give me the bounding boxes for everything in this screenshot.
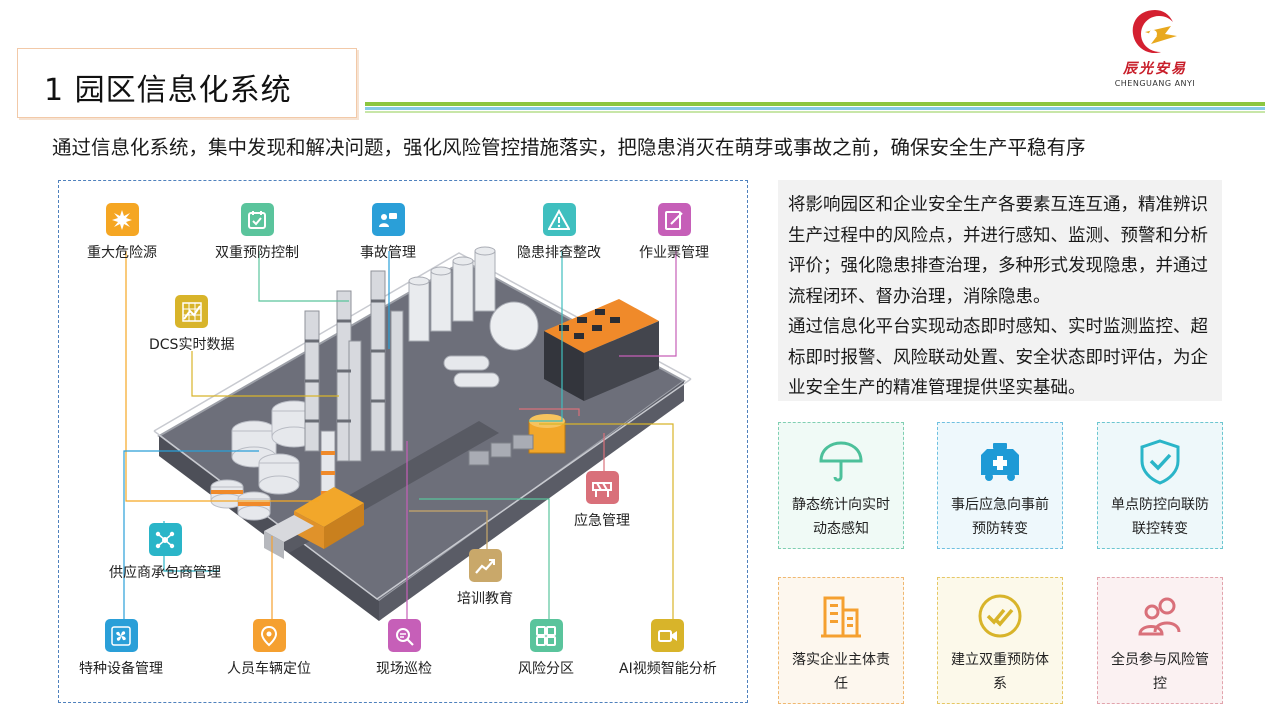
node-label: 培训教育	[457, 591, 513, 607]
node-risk-zoning[interactable]: 风险分区	[518, 619, 574, 678]
card-text: 建立双重预防体系	[951, 652, 1049, 692]
shield-check-icon	[1134, 435, 1186, 487]
intro-sentence: 通过信息化系统，集中发现和解决问题，强化风险管控措施落实，把隐患消灭在萌芽或事故…	[52, 136, 1086, 159]
card-single-to-joint: 单点防控向联防联控转变	[1097, 422, 1223, 549]
node-training[interactable]: 培训教育	[457, 549, 513, 608]
node-special-equipment[interactable]: 特种设备管理	[79, 619, 163, 678]
park-diagram: 重大危险源 双重预防控制 事故管理 隐患排查整改 作业票管理 DCS实时数据	[58, 180, 748, 703]
card-text: 单点防控向联防联控转变	[1111, 497, 1209, 537]
grid-chart-icon	[175, 295, 209, 328]
chat-user-icon	[371, 203, 405, 236]
network-icon	[148, 523, 182, 556]
card-text: 事后应急向事前预防转变	[951, 497, 1049, 537]
umbrella-icon	[815, 435, 867, 487]
search-document-icon	[387, 619, 421, 652]
double-check-icon	[974, 590, 1026, 642]
node-label: 现场巡检	[376, 661, 432, 677]
description-paragraph-2: 通过信息化平台实现动态即时感知、实时监测监控、超标即时报警、风险联动处置、安全状…	[788, 317, 1208, 398]
logo-name-en: CHENGUANG ANYI	[1114, 79, 1196, 88]
description-panel: 将影响园区和企业安全生产各要素互连互通，精准辨识生产过程中的风险点，并进行感知、…	[778, 180, 1222, 401]
card-static-to-dynamic: 静态统计向实时动态感知	[778, 422, 904, 549]
node-label: AI视频智能分析	[619, 661, 717, 677]
warning-triangle-icon	[542, 203, 576, 236]
park-illustration	[123, 246, 692, 621]
title-underline	[365, 102, 1265, 106]
logo-name-cn: 辰光安易	[1123, 61, 1187, 77]
card-dual-prevention-system: 建立双重预防体系	[937, 577, 1063, 704]
page-title: 1 园区信息化系统	[44, 73, 292, 108]
node-label: 双重预防控制	[215, 245, 299, 261]
node-label: 隐患排查整改	[517, 245, 601, 261]
title-underline-accent	[365, 107, 1265, 110]
title-box: 1 园区信息化系统	[17, 48, 357, 118]
trend-line-icon	[468, 549, 502, 582]
company-logo: 辰光安易 CHENGUANG ANYI	[1100, 6, 1210, 96]
barrier-icon	[585, 471, 619, 504]
location-pin-icon	[252, 619, 286, 652]
title-underline-light	[365, 111, 1265, 113]
node-dcs-data[interactable]: DCS实时数据	[149, 295, 234, 354]
calendar-check-icon	[240, 203, 274, 236]
fan-icon	[104, 619, 138, 652]
card-text: 静态统计向实时动态感知	[792, 497, 890, 537]
node-label: 人员车辆定位	[227, 661, 311, 677]
node-ai-video-analysis[interactable]: AI视频智能分析	[619, 619, 717, 678]
node-label: 作业票管理	[639, 245, 709, 261]
chenguang-logo-icon	[1132, 10, 1177, 54]
node-label: 风险分区	[518, 661, 574, 677]
description-paragraph-1: 将影响园区和企业安全生产各要素互连互通，精准辨识生产过程中的风险点，并进行感知、…	[788, 195, 1208, 307]
hazard-burst-icon	[105, 203, 139, 236]
node-dual-prevention[interactable]: 双重预防控制	[215, 203, 299, 262]
node-label: 特种设备管理	[79, 661, 163, 677]
card-reactive-to-proactive: 事后应急向事前预防转变	[937, 422, 1063, 549]
node-label: 事故管理	[360, 245, 416, 261]
ambulance-icon	[974, 435, 1026, 487]
card-text: 全员参与风险管控	[1111, 652, 1209, 692]
node-label: 应急管理	[574, 513, 630, 529]
node-site-inspection[interactable]: 现场巡检	[376, 619, 432, 678]
node-label: 重大危险源	[87, 245, 157, 261]
node-work-permit[interactable]: 作业票管理	[639, 203, 709, 262]
node-personnel-vehicle-location[interactable]: 人员车辆定位	[227, 619, 311, 678]
node-emergency-management[interactable]: 应急管理	[574, 471, 630, 530]
node-hazard-inspection[interactable]: 隐患排查整改	[517, 203, 601, 262]
node-label: 供应商承包商管理	[109, 565, 221, 581]
edit-document-icon	[657, 203, 691, 236]
card-enterprise-responsibility: 落实企业主体责任	[778, 577, 904, 704]
node-major-hazard[interactable]: 重大危险源	[87, 203, 157, 262]
node-accident-management[interactable]: 事故管理	[360, 203, 416, 262]
users-icon	[1134, 590, 1186, 642]
card-all-staff-participation: 全员参与风险管控	[1097, 577, 1223, 704]
grid-blocks-icon	[529, 619, 563, 652]
building-icon	[815, 590, 867, 642]
node-label: DCS实时数据	[149, 337, 235, 353]
video-camera-icon	[651, 619, 685, 652]
node-supplier-management[interactable]: 供应商承包商管理	[109, 523, 221, 582]
card-text: 落实企业主体责任	[792, 652, 890, 692]
